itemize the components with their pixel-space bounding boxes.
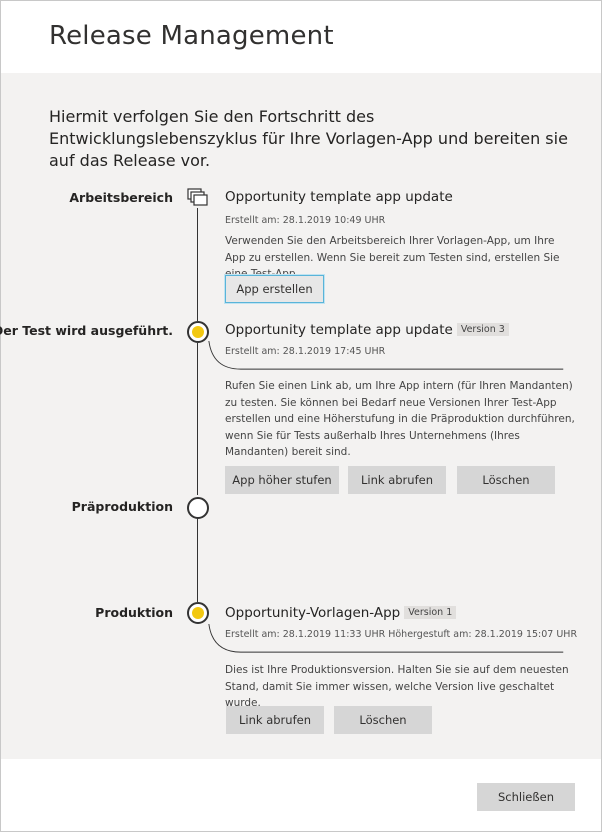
stage-label-workspace: Arbeitsbereich [69, 190, 173, 205]
production-dates: Erstellt am: 28.1.2019 11:33 UHR Höherge… [225, 629, 578, 640]
test-app-title: Opportunity template app update [225, 322, 453, 338]
production-stage-node [187, 602, 209, 624]
preproduction-stage-node [187, 497, 209, 519]
dialog-title: Release Management [49, 21, 334, 51]
production-get-link-button[interactable]: Link abrufen [226, 706, 324, 734]
workspace-icon [187, 188, 208, 206]
dialog-header: Release Management [1, 1, 601, 73]
production-app-title: Opportunity-Vorlagen-App [225, 605, 401, 621]
test-created-date: Erstellt am: 28.1.2019 17:45 UHR [225, 346, 386, 357]
test-stage-node [187, 321, 209, 343]
stage-label-production: Produktion [95, 605, 173, 620]
intro-text: Hiermit verfolgen Sie den Fortschritt de… [49, 107, 568, 170]
test-get-link-button[interactable]: Link abrufen [348, 466, 446, 494]
production-delete-button[interactable]: Löschen [334, 706, 432, 734]
test-description: Rufen Sie einen Link ab, um Ihre App int… [225, 380, 575, 458]
stage-label-test: Der Test wird ausgeführt. [0, 323, 173, 338]
test-version-badge: Version 3 [456, 323, 509, 336]
production-description: Dies ist Ihre Produktionsversion. Halten… [225, 664, 569, 709]
create-app-button[interactable]: App erstellen [225, 275, 324, 303]
timeline-line [197, 343, 198, 495]
workspace-app-name: Opportunity template app update [225, 189, 453, 205]
workspace-created-date: Erstellt am: 28.1.2019 10:49 UHR [225, 215, 386, 226]
dialog-footer: Schließen [1, 759, 601, 831]
promote-app-button[interactable]: App höher stufen [225, 466, 339, 494]
dialog-content: Hiermit verfolgen Sie den Fortschritt de… [1, 73, 601, 759]
test-delete-button[interactable]: Löschen [457, 466, 555, 494]
timeline-branch-curve [208, 340, 564, 370]
close-button[interactable]: Schließen [477, 783, 575, 811]
timeline-line [197, 518, 198, 602]
timeline-line [197, 208, 198, 321]
production-version-badge: Version 1 [404, 606, 457, 619]
stage-label-preproduction: Präproduktion [71, 499, 173, 514]
timeline-branch-curve [208, 623, 564, 653]
